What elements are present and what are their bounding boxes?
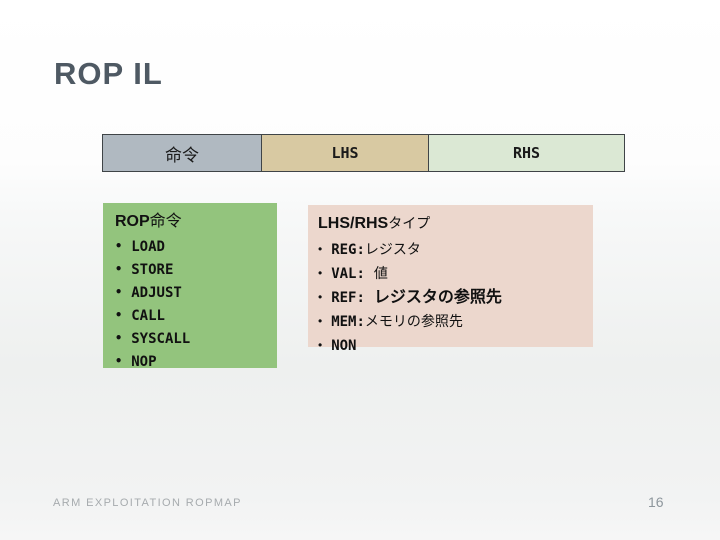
type-description: レジスタ: [364, 241, 421, 257]
lhs-rhs-types-heading: LHS/RHSタイプ: [318, 213, 587, 234]
heading-text-ja: 命令: [149, 213, 182, 230]
rop-instructions-heading: ROP命令: [115, 212, 271, 232]
list-item: NON: [318, 334, 587, 358]
type-code: MEM:: [331, 314, 365, 330]
list-item: CALL: [115, 305, 271, 328]
lhs-rhs-types-list: REG:レジスタ VAL:値 REF:レジスタの参照先 MEM:メモリの参照先 …: [318, 238, 587, 358]
list-item: REG:レジスタ: [318, 238, 587, 262]
rop-instructions-list: LOAD STORE ADJUST CALL SYSCALL NOP: [115, 236, 271, 374]
type-description: レジスタの参照先: [373, 289, 502, 306]
type-code: REG:: [331, 242, 365, 258]
header-cell-instruction: 命令: [102, 134, 262, 172]
heading-text-ja: タイプ: [388, 215, 431, 231]
type-code: REF:: [331, 290, 365, 306]
list-item: REF: レジスタの参照先: [318, 286, 587, 310]
type-description: メモリの参照先: [364, 313, 463, 329]
header-cell-lhs: LHS: [261, 134, 429, 172]
type-description: 値: [373, 265, 388, 281]
list-item: VAL: 値: [318, 262, 587, 286]
rop-instructions-box: ROP命令 LOAD STORE ADJUST CALL SYSCALL NOP: [103, 203, 277, 370]
lhs-rhs-types-box: LHS/RHSタイプ REG:レジスタ VAL: 値 REF: レジスタの参照先 M…: [308, 205, 593, 354]
table-header-row: 命令 LHS RHS: [102, 134, 625, 172]
page-title: ROP IL: [54, 56, 163, 91]
footer-text: ARM EXPLOITATION ROPMAP: [53, 497, 242, 509]
list-item: MEM:メモリの参照先: [318, 310, 587, 334]
list-item: STORE: [115, 259, 271, 282]
page-number: 16: [648, 494, 664, 510]
list-item: ADJUST: [115, 282, 271, 305]
type-code: NON: [331, 338, 357, 354]
heading-text-en: ROP: [115, 213, 150, 230]
list-item: SYSCALL: [115, 328, 271, 351]
heading-text-en: LHS/RHS: [318, 215, 389, 232]
header-cell-rhs: RHS: [428, 134, 625, 172]
list-item: LOAD: [115, 236, 271, 259]
list-item: NOP: [115, 351, 271, 374]
type-code: VAL:: [331, 266, 365, 282]
